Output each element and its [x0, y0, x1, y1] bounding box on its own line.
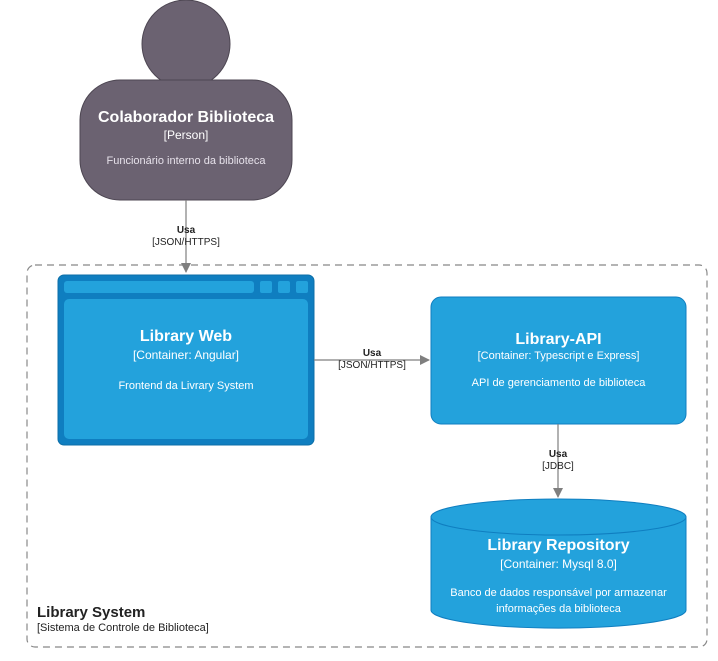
- boundary-type: [Sistema de Controle de Biblioteca]: [37, 622, 209, 634]
- relation-person-web-label: Usa: [176, 225, 196, 236]
- browser-window-icon[interactable]: [57, 274, 315, 446]
- repo-description-line1: Banco de dados responsável por armazenar: [450, 587, 667, 599]
- web-description: Frontend da Livrary System: [118, 380, 254, 392]
- api-description: API de gerenciamento de biblioteca: [471, 377, 646, 389]
- system-boundary: [26, 264, 708, 648]
- relation-web-api-tech: [JSON/HTTPS]: [338, 360, 406, 371]
- person-icon[interactable]: [79, 0, 293, 201]
- relation-web-api-label: Usa: [362, 348, 382, 359]
- repo-type: [Container: Mysql 8.0]: [500, 557, 617, 571]
- relation-api-repo-label: Usa: [548, 449, 568, 460]
- web-title: Library Web: [139, 328, 233, 345]
- person-title: Colaborador Biblioteca: [97, 109, 275, 126]
- api-type: [Container: Typescript e Express]: [477, 350, 640, 362]
- boundary-title: Library System: [37, 604, 146, 621]
- repo-title: Library Repository: [487, 537, 630, 554]
- person-description: Funcionário interno da biblioteca: [106, 155, 266, 167]
- web-type: [Container: Angular]: [132, 348, 240, 362]
- database-cylinder-icon[interactable]: [430, 498, 687, 629]
- relation-api-repo-tech: [JDBC]: [542, 461, 574, 472]
- person-type: [Person]: [163, 128, 209, 142]
- api-title: Library-API: [515, 331, 602, 348]
- relation-person-web-tech: [JSON/HTTPS]: [152, 237, 220, 248]
- repo-description-line2: informações da biblioteca: [496, 603, 621, 615]
